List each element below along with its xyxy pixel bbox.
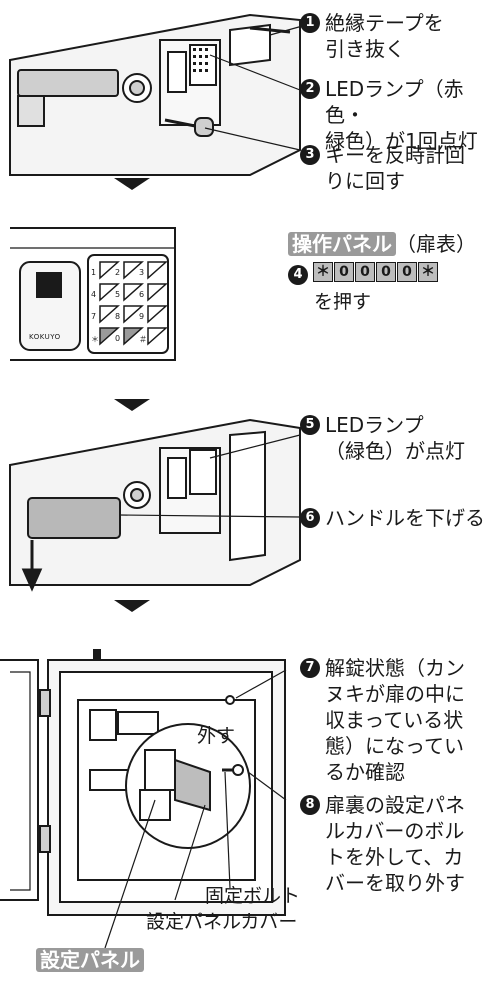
code-key: ＊: [418, 262, 438, 282]
step-4-number: 4: [288, 265, 308, 285]
key-5: 5: [115, 290, 121, 299]
code-key: 0: [355, 262, 375, 282]
key-4: 4: [91, 290, 97, 299]
code-key: 0: [397, 262, 417, 282]
key-star: ＊: [91, 335, 99, 344]
setting-panel-label: 設定パネル: [36, 948, 144, 972]
step-4: 4 ＊ 0 0 0 0 ＊: [288, 262, 438, 285]
step-1: 1 絶縁テープを 引き抜く: [300, 10, 444, 62]
cover-label: 設定パネルカバー: [146, 911, 298, 933]
key-7: 7: [91, 312, 97, 321]
key-8: 8: [115, 312, 121, 321]
key-9: 9: [139, 312, 145, 321]
step-8: 8 扉裏の設定パネ ルカバーのボル トを外して、カ バーを取り外す: [300, 792, 465, 896]
code-key: 0: [334, 262, 354, 282]
down-arrow-3: [114, 600, 150, 612]
down-arrow-1: [114, 178, 150, 190]
safe-front-scene-1: [9, 13, 301, 176]
control-panel-scene-2: [10, 227, 176, 361]
door-interior-scene-4: [0, 649, 286, 916]
step-1-number: 1: [300, 13, 320, 33]
step-8-text: 扉裏の設定パネ ルカバーのボル トを外して、カ バーを取り外す: [325, 793, 465, 895]
fixing-bolt-label: 固定ボルト: [205, 885, 301, 907]
step-7: 7 解錠状態（カン ヌキが扉の中に 収まっている状 態）になってい るか確認: [300, 655, 465, 785]
step-2-number: 2: [300, 79, 320, 99]
panel-front-label: 操作パネル: [288, 232, 396, 256]
step-8-number: 8: [300, 795, 320, 815]
panel-front-heading: 操作パネル（扉表）: [288, 232, 476, 256]
step-5-text: LEDランプ （緑色）が点灯: [325, 413, 465, 463]
key-0: 0: [115, 334, 121, 343]
panel-front-suffix: （扉表）: [396, 232, 476, 256]
step-3: 3 キーを反時計回 りに回す: [300, 142, 465, 194]
handle-down-arrow: [21, 540, 43, 592]
setting-panel-tag: 設定パネル: [36, 948, 144, 972]
step-1-text: 絶縁テープを 引き抜く: [325, 11, 444, 61]
keypad-grid-scene-1: [193, 48, 208, 72]
step-6-number: 6: [300, 508, 320, 528]
step-2: 2 LEDランプ（赤色・ 緑色）が1回点灯: [300, 76, 488, 154]
step-5: 5 LEDランプ （緑色）が点灯: [300, 412, 465, 464]
step-4-text: を押す: [314, 291, 372, 313]
speaker-grille: [36, 272, 62, 298]
step-3-number: 3: [300, 145, 320, 165]
key-6: 6: [139, 290, 145, 299]
key-hash: ＃: [139, 335, 147, 344]
keypad-scene-2: [99, 261, 168, 346]
key-3: 3: [139, 268, 145, 277]
step-7-number: 7: [300, 658, 320, 678]
step-5-number: 5: [300, 415, 320, 435]
step-2-text: LEDランプ（赤色・ 緑色）が1回点灯: [325, 77, 478, 153]
step-3-text: キーを反時計回 りに回す: [325, 143, 465, 193]
remove-label: 外す: [197, 725, 236, 747]
down-arrow-2: [114, 399, 150, 411]
key-1: 1: [91, 268, 97, 277]
key-2: 2: [115, 268, 121, 277]
code-sequence: ＊ 0 0 0 0 ＊: [313, 262, 438, 282]
step-7-text: 解錠状態（カン ヌキが扉の中に 収まっている状 態）になってい るか確認: [325, 656, 465, 784]
safe-front-scene-3: [9, 418, 301, 586]
code-key: 0: [376, 262, 396, 282]
code-key: ＊: [313, 262, 333, 282]
brand-logo: KOKUYO: [29, 333, 61, 341]
step-6-text: ハンドルを下げる: [325, 506, 485, 530]
step-6: 6 ハンドルを下げる: [300, 505, 485, 531]
